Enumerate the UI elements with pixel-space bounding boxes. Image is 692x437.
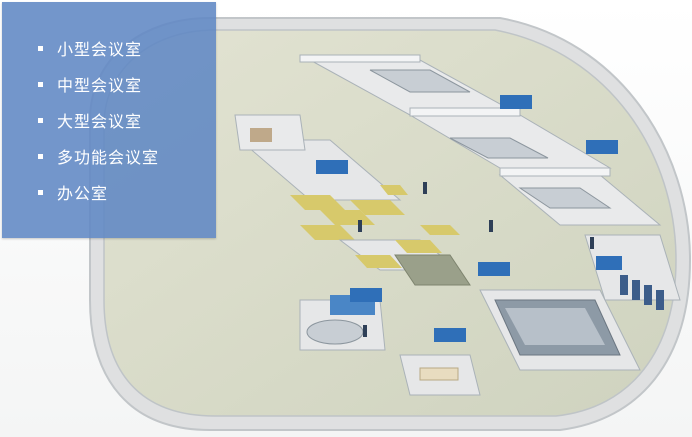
legend-item-label: 大型会议室: [57, 112, 143, 131]
legend-item: 小型会议室: [38, 34, 142, 62]
room-row-top: [299, 54, 662, 226]
people-figures: [358, 182, 594, 337]
bullet-icon: [38, 153, 43, 159]
room-sign: [316, 160, 348, 174]
bottom-meeting-room: [399, 354, 481, 396]
legend-item: 大型会议室: [38, 106, 142, 134]
bullet-icon: [38, 117, 43, 123]
bullet-icon: [38, 189, 43, 195]
room-sign: [500, 95, 532, 109]
room-sign: [478, 262, 510, 276]
room-sign: [586, 140, 618, 154]
legend-item: 办公室: [38, 178, 108, 206]
legend-item: 中型会议室: [38, 70, 142, 98]
legend-item: 多功能会议室: [38, 142, 159, 170]
room-sign: [434, 328, 466, 342]
lounge-area: [234, 114, 306, 151]
bullet-icon: [38, 81, 43, 87]
multifunction-room: [299, 295, 386, 351]
room-signs: [316, 95, 622, 342]
room-sign: [350, 288, 382, 302]
large-conference-room: [479, 289, 641, 371]
office-area: [584, 234, 681, 310]
room-sign: [596, 256, 622, 270]
legend-item-label: 办公室: [57, 184, 109, 203]
legend-panel: 小型会议室 中型会议室 大型会议室 多功能会议室 办公室: [2, 2, 216, 238]
bullet-icon: [38, 45, 43, 51]
legend-item-label: 小型会议室: [57, 40, 143, 59]
legend-item-label: 中型会议室: [57, 76, 143, 95]
legend-item-label: 多功能会议室: [57, 148, 160, 167]
